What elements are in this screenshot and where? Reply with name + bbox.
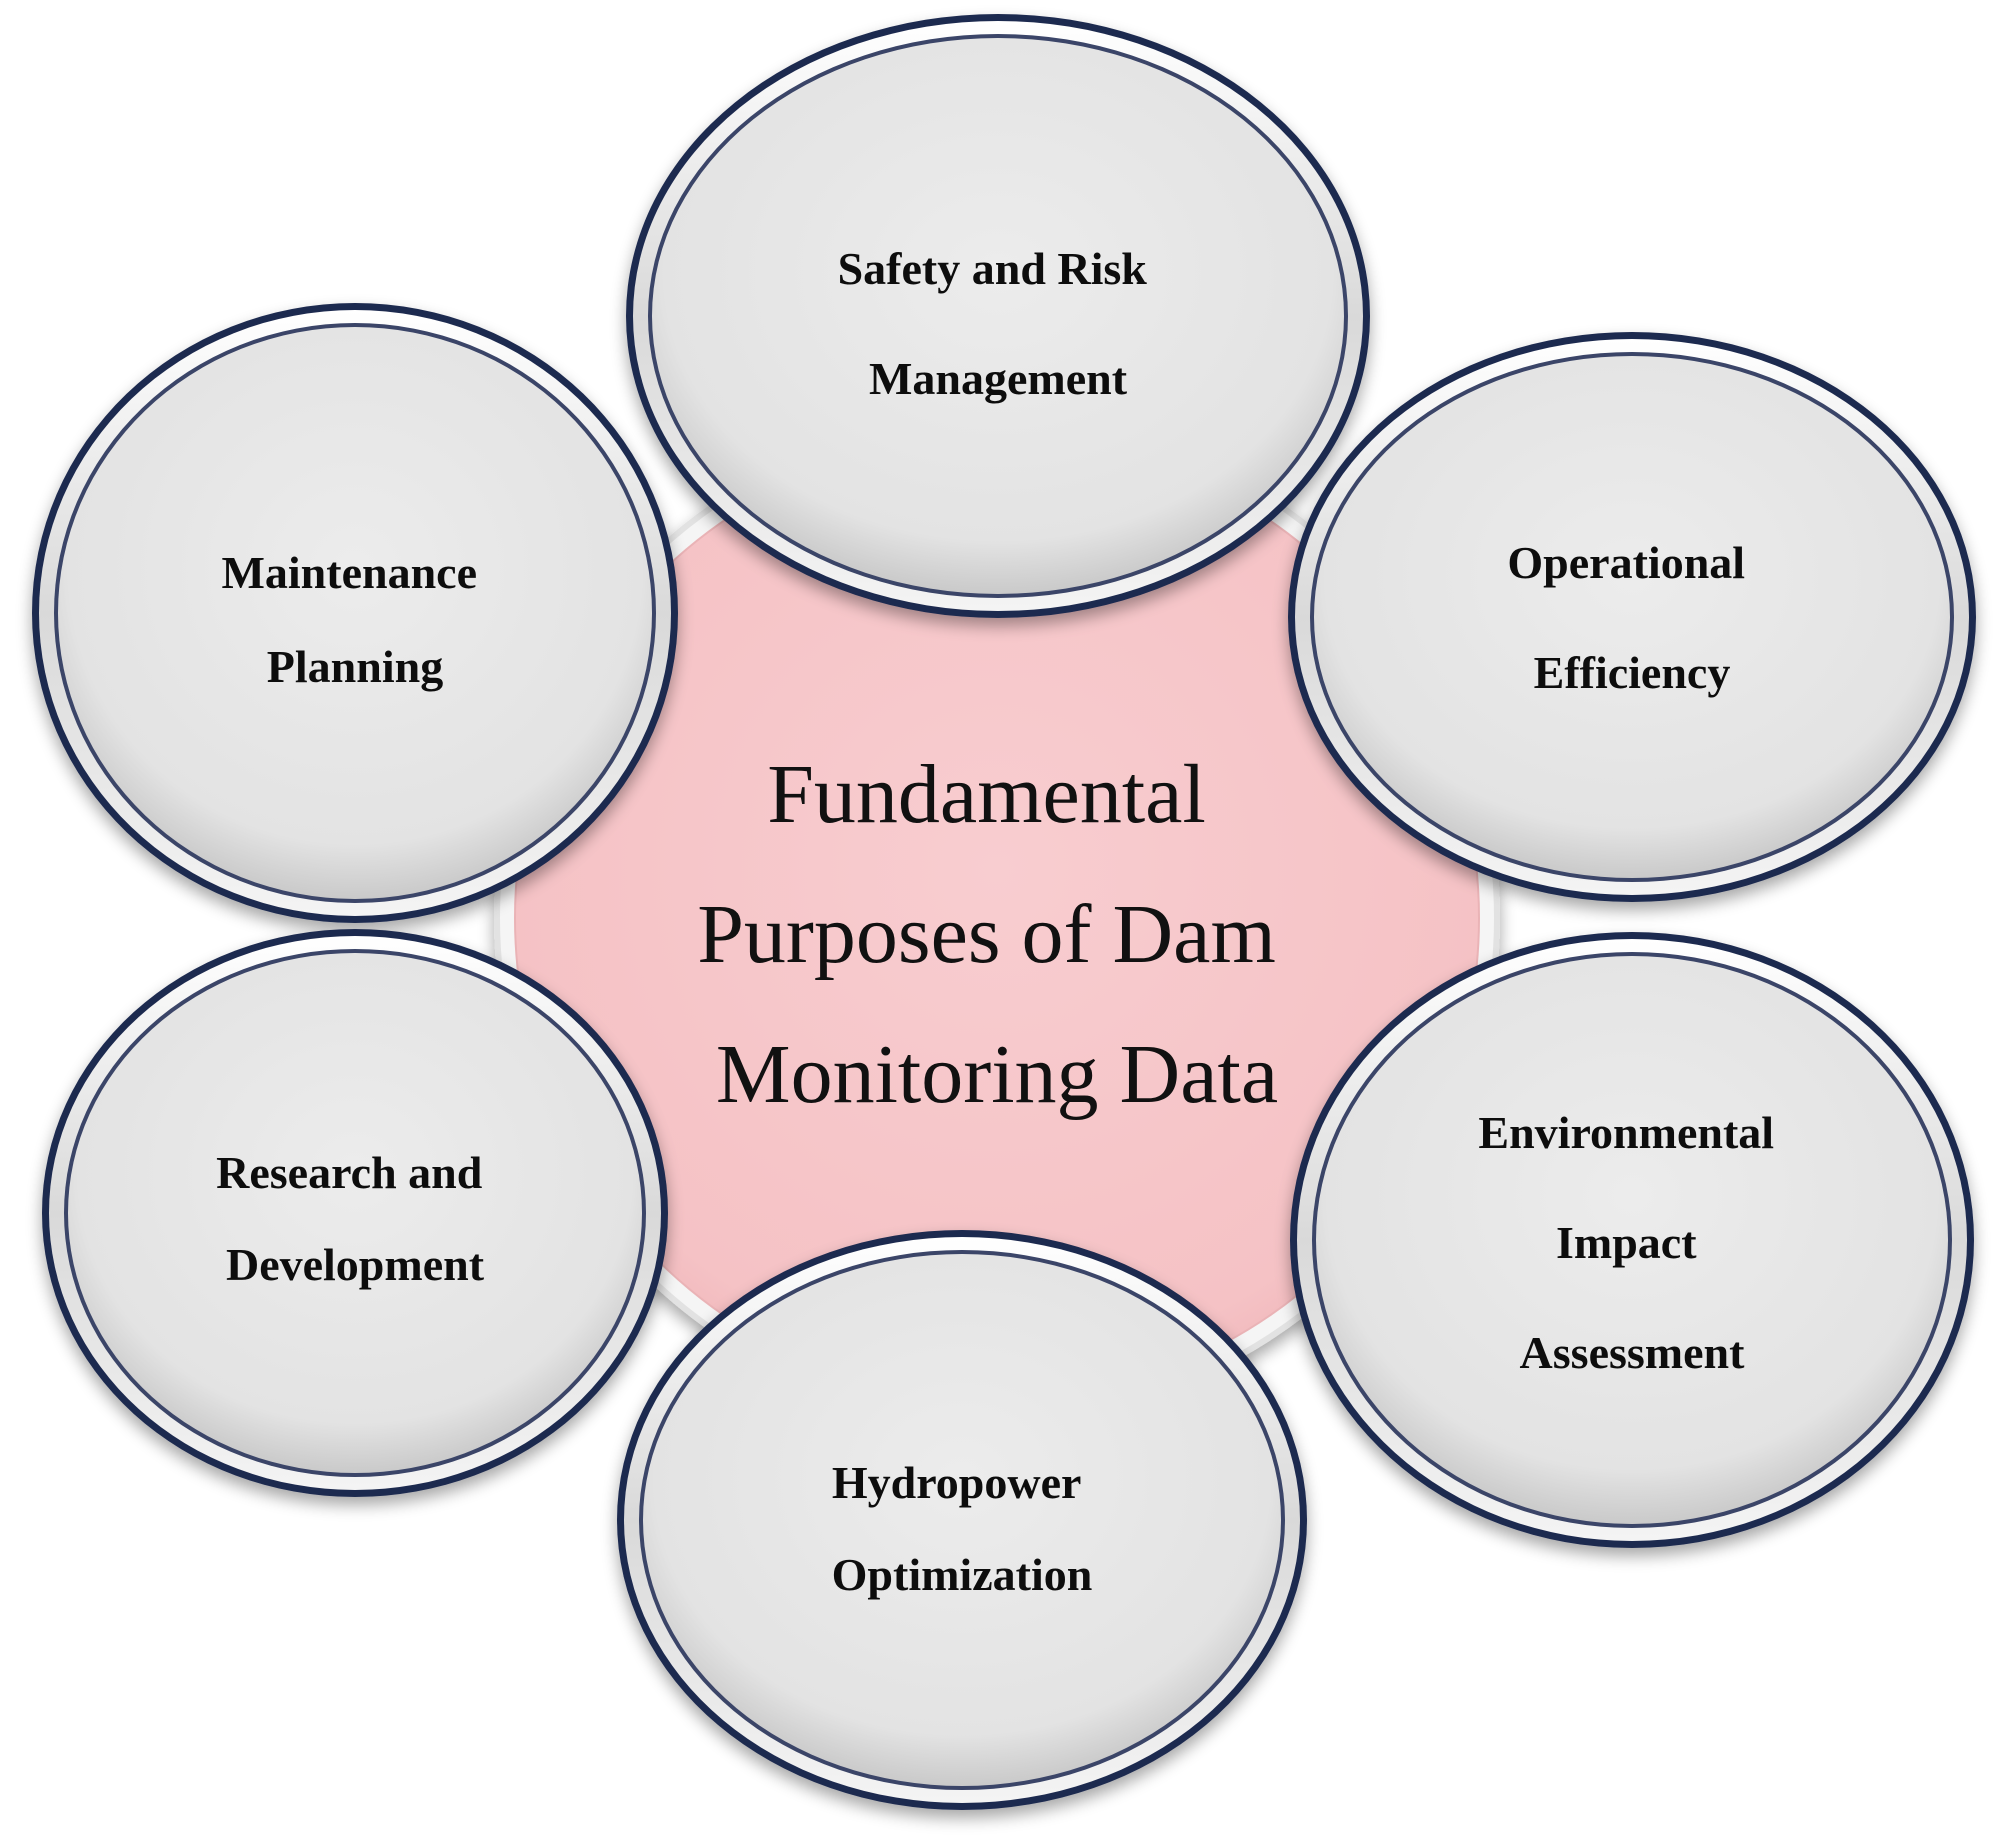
petal-label-line: Research and xyxy=(216,1147,483,1198)
petal-face xyxy=(1314,356,1950,878)
petal-research-development: Research and Development xyxy=(42,929,668,1497)
petal-label-hydropower-optimization: Hydropower Optimization xyxy=(832,1457,1093,1600)
petal-label-line: Management xyxy=(869,353,1128,404)
petal-face xyxy=(58,327,652,899)
center-node: Fundamental Purposes of Dam Monitoring D… xyxy=(494,415,1500,1421)
petal-face xyxy=(643,1254,1281,1786)
petal-safety-risk: Safety and Risk Management xyxy=(626,14,1370,618)
petal-face xyxy=(652,38,1344,594)
petal-label-line: Safety and Risk xyxy=(838,243,1148,294)
petal-hydropower-optimization: Hydropower Optimization xyxy=(617,1230,1307,1810)
petal-label-research-development: Research and Development xyxy=(216,1147,494,1290)
center-title: Fundamental Purposes of Dam Monitoring D… xyxy=(697,748,1297,1121)
petal-label-line: Operational xyxy=(1507,537,1745,588)
petal-face xyxy=(68,953,642,1473)
petal-maintenance-planning: Maintenance Planning xyxy=(32,303,678,923)
petal-label-environmental-impact: Environmental Impact Assessment xyxy=(1478,1107,1785,1378)
center-title-line-3: Monitoring Data xyxy=(716,1028,1278,1121)
petal-label-line: Impact xyxy=(1556,1217,1697,1268)
petal-operational-efficiency: Operational Efficiency xyxy=(1288,332,1976,902)
petal-label-maintenance-planning: Maintenance Planning xyxy=(221,547,488,692)
petal-label-line: Development xyxy=(226,1239,485,1290)
center-title-line-2: Purposes of Dam xyxy=(697,888,1276,981)
petal-label-line: Hydropower xyxy=(832,1457,1081,1508)
petal-label-line: Maintenance xyxy=(221,547,477,598)
petal-label-line: Planning xyxy=(267,641,443,692)
petal-label-line: Assessment xyxy=(1520,1327,1746,1378)
petal-face xyxy=(1316,956,1948,1524)
petal-label-line: Environmental xyxy=(1478,1107,1774,1158)
petal-label-operational-efficiency: Operational Efficiency xyxy=(1507,537,1756,698)
petal-label-safety-risk: Safety and Risk Management xyxy=(838,243,1159,404)
petal-environmental-impact: Environmental Impact Assessment xyxy=(1290,932,1974,1548)
center-title-line-1: Fundamental xyxy=(767,748,1206,841)
petal-label-line: Efficiency xyxy=(1534,647,1731,698)
petal-label-line: Optimization xyxy=(832,1549,1093,1600)
